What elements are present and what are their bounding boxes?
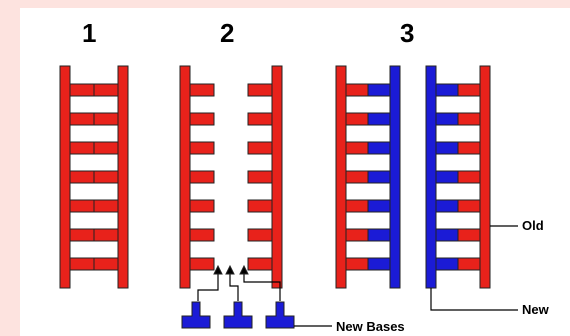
new-base-left-helix <box>367 257 391 271</box>
old-base-right-helix <box>457 257 481 271</box>
unpaired-base-left <box>189 83 215 97</box>
old-base-left-helix <box>345 83 369 97</box>
base-left <box>69 170 95 184</box>
old-base-left-helix <box>345 228 369 242</box>
unpaired-base-right <box>247 257 273 271</box>
arrow-path-3 <box>243 272 281 301</box>
new-strand-callout: New <box>522 302 550 317</box>
new-base-right-helix <box>435 228 459 242</box>
separated-strand-right <box>271 65 283 289</box>
step-label-2: 2 <box>220 18 234 48</box>
base-left <box>69 141 95 155</box>
new-bases-callout: New Bases <box>336 319 405 334</box>
base-right <box>93 170 119 184</box>
old-strand-callout: Old <box>522 218 544 233</box>
unpaired-base-left <box>189 199 215 213</box>
old-base-right-helix <box>457 112 481 126</box>
unzipped-dna-ladder <box>179 65 283 289</box>
arrow-head-3 <box>239 264 249 275</box>
base-right <box>93 199 119 213</box>
unpaired-base-left <box>189 257 215 271</box>
arrow-path-2 <box>229 272 239 301</box>
old-strand-left-helix <box>335 65 347 289</box>
replicated-dna-ladders <box>335 65 491 289</box>
new-base-nucleotide <box>181 301 211 329</box>
new-base-left-helix <box>367 170 391 184</box>
old-strand-right-helix <box>479 65 491 289</box>
arrow-head-1 <box>213 264 223 275</box>
new-base-right-helix <box>435 257 459 271</box>
base-left <box>69 83 95 97</box>
base-right <box>93 257 119 271</box>
unpaired-base-left <box>189 170 215 184</box>
old-base-right-helix <box>457 141 481 155</box>
new-base-nucleotide <box>223 301 253 329</box>
new-base-left-helix <box>367 199 391 213</box>
old-base-right-helix <box>457 170 481 184</box>
old-base-right-helix <box>457 83 481 97</box>
new-base-left-helix <box>367 141 391 155</box>
base-left <box>69 199 95 213</box>
new-base-right-helix <box>435 112 459 126</box>
new-bases-group <box>181 301 295 329</box>
new-base-right-helix <box>435 199 459 213</box>
base-left <box>69 257 95 271</box>
new-strand-left-helix <box>389 65 401 289</box>
base-left <box>69 112 95 126</box>
old-base-right-helix <box>457 228 481 242</box>
new-base-left-helix <box>367 228 391 242</box>
callout-lines <box>294 225 518 327</box>
step-label-3: 3 <box>400 18 414 48</box>
separated-strand-left <box>179 65 191 289</box>
unpaired-base-right <box>247 112 273 126</box>
old-base-right-helix <box>457 199 481 213</box>
base-right <box>93 141 119 155</box>
new-base-right-helix <box>435 141 459 155</box>
unpaired-base-right <box>247 83 273 97</box>
new-base-left-helix <box>367 112 391 126</box>
old-base-left-helix <box>345 170 369 184</box>
arrow-path-1 <box>197 272 219 301</box>
arrow-head-2 <box>225 264 235 275</box>
old-base-left-helix <box>345 141 369 155</box>
unpaired-base-left <box>189 141 215 155</box>
unpaired-base-right <box>247 170 273 184</box>
old-strand-right <box>117 65 129 289</box>
unpaired-base-left <box>189 112 215 126</box>
new-strand-right-helix <box>425 65 437 289</box>
unpaired-base-right <box>247 228 273 242</box>
new-callout-line <box>430 288 518 311</box>
unpaired-base-right <box>247 199 273 213</box>
new-base-left-helix <box>367 83 391 97</box>
insertion-arrows <box>197 264 281 301</box>
intact-dna-ladder <box>59 65 129 289</box>
new-base-right-helix <box>435 83 459 97</box>
unpaired-base-left <box>189 228 215 242</box>
base-right <box>93 83 119 97</box>
base-right <box>93 112 119 126</box>
old-base-left-helix <box>345 257 369 271</box>
base-left <box>69 228 95 242</box>
old-base-left-helix <box>345 199 369 213</box>
old-base-left-helix <box>345 112 369 126</box>
new-base-right-helix <box>435 170 459 184</box>
new-base-nucleotide <box>265 301 295 329</box>
step-label-1: 1 <box>82 18 96 48</box>
old-strand-left <box>59 65 71 289</box>
base-right <box>93 228 119 242</box>
unpaired-base-right <box>247 141 273 155</box>
